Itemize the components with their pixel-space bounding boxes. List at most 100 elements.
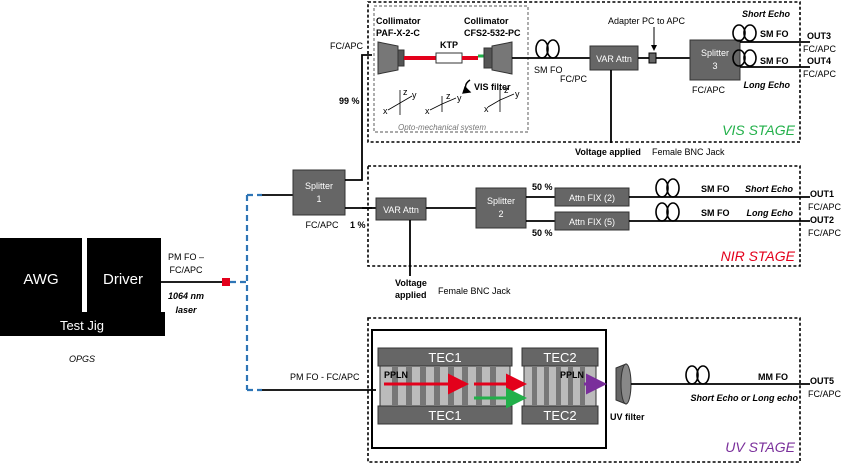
collimator2-label: Collimator <box>464 16 509 26</box>
splitter3-fc-label: FC/APC <box>692 85 726 95</box>
axis-triad-1 <box>387 90 413 115</box>
vis-short-echo-label: Short Echo <box>742 9 791 19</box>
nir-voltage-label-1: Voltage <box>395 278 427 288</box>
laser-wavelength-label: 1064 nm <box>168 291 204 301</box>
splitter1-fc-label: FC/APC <box>305 220 339 230</box>
attn-fix-2-label: Attn FIX (2) <box>569 193 615 203</box>
vis-voltage-label: Voltage applied <box>575 147 641 157</box>
tec2-bottom-label: TEC2 <box>543 408 576 423</box>
vis-long-coil <box>732 49 757 67</box>
axis3-z: z <box>504 85 509 95</box>
uv-stage-label: UV STAGE <box>725 439 795 455</box>
ppln1-label: PPLN <box>384 370 408 380</box>
vis-var-attn-label: VAR Attn <box>596 54 632 64</box>
split-1-label: 1 % <box>350 220 366 230</box>
ppln2-label: PPLN <box>560 370 584 380</box>
vis-sm-fo-short-label: SM FO <box>760 29 789 39</box>
pm-fo-connector-label: FC/APC <box>169 265 203 275</box>
out4-label: OUT4 <box>807 56 831 66</box>
uv-filter-lens <box>620 363 632 405</box>
axis1-z: z <box>403 87 408 97</box>
vis-filter-shape <box>483 47 493 69</box>
splitter1-label: Splitter <box>305 181 333 191</box>
vis-stage-box <box>367 1 801 143</box>
opgs-caption: OPGS <box>69 354 95 364</box>
fiber-connector <box>222 278 230 286</box>
uv-pm-fo-label: PM FO - FC/APC <box>290 372 360 382</box>
vis-sm-fo-label: SM FO <box>534 65 563 75</box>
adapter-label: Adapter PC to APC <box>608 16 686 26</box>
out4-fc-label: FC/APC <box>803 69 837 79</box>
adapter-pc-apc <box>648 52 657 64</box>
nir-bnc-label: Female BNC Jack <box>438 286 511 296</box>
axis1-x: x <box>383 106 388 116</box>
axis3-y: y <box>515 89 520 99</box>
awg-label: AWG <box>23 271 58 288</box>
splitter1-box <box>292 169 346 216</box>
out2-label: OUT2 <box>810 215 834 225</box>
blue-dashed-link <box>230 193 262 392</box>
axis3-x: x <box>484 104 489 114</box>
test-jig-box <box>0 312 165 336</box>
ktp-crystal <box>435 52 463 64</box>
opgs-block: AWG Driver Test Jig OPGS <box>0 238 165 364</box>
axis2-y: y <box>457 93 462 103</box>
collimator2-model: CFS2-532-PC <box>464 28 521 38</box>
out5-fc-label: FC/APC <box>808 389 842 399</box>
vis-fc-pc-label: FC/PC <box>560 74 588 84</box>
collimator1-model: PAF-X-2-C <box>376 28 420 38</box>
uv-mm-fo-label: MM FO <box>758 372 788 382</box>
splitter3-box <box>689 39 741 81</box>
pm-fo-label: PM FO – <box>168 252 204 262</box>
axis2-x: x <box>425 106 430 116</box>
splitter1-number: 1 <box>316 194 321 204</box>
vis-long-echo-label: Long Echo <box>744 80 791 90</box>
attn-fix-5-label: Attn FIX (5) <box>569 217 615 227</box>
uv-echo-label: Short Echo or Long echo <box>691 393 799 403</box>
out5-label: OUT5 <box>810 376 834 386</box>
nir-stage-box <box>367 165 801 267</box>
nir-var-attn-label: VAR Attn <box>383 205 419 215</box>
axis1-y: y <box>412 90 417 100</box>
collimator1-label: Collimator <box>376 16 421 26</box>
splitter2-box <box>475 187 527 229</box>
vis-var-attn-box <box>589 45 639 71</box>
nir-voltage-label-2: applied <box>395 290 427 300</box>
nir-split-50b-label: 50 % <box>532 228 553 238</box>
nir-long-echo-label: Long Echo <box>747 208 794 218</box>
nir-short-echo-label: Short Echo <box>745 184 794 194</box>
laser-label: laser <box>175 305 197 315</box>
vis-filter-label: VIS filter <box>474 82 511 92</box>
ppln-crystal-2 <box>523 365 597 407</box>
vis-stage-label: VIS STAGE <box>722 122 796 138</box>
test-jig-label: Test Jig <box>60 318 104 333</box>
uv-filter-label: UV filter <box>610 412 645 422</box>
vis-sm-fo-long-label: SM FO <box>760 56 789 66</box>
driver-box <box>87 238 161 312</box>
axis2-z: z <box>446 91 451 101</box>
vis-short-coil <box>732 24 757 42</box>
nir-sm-fo-2-label: SM FO <box>701 208 730 218</box>
nir-split-50a-label: 50 % <box>532 182 553 192</box>
collimator1-shape <box>377 41 399 75</box>
vis-sm-fo-coil <box>535 39 560 59</box>
splitter3-label: Splitter <box>701 48 729 58</box>
split-99-label: 99 % <box>339 96 360 106</box>
ktp-label: KTP <box>440 40 458 50</box>
out1-label: OUT1 <box>810 189 834 199</box>
axis-triad-2 <box>429 96 457 112</box>
vis-filter-arrow <box>462 79 472 94</box>
tec1-bottom-label: TEC1 <box>428 408 461 423</box>
out3-fc-label: FC/APC <box>803 44 837 54</box>
awg-box <box>0 238 82 312</box>
nir-sm-fo-1-label: SM FO <box>701 184 730 194</box>
vis-bnc-label: Female BNC Jack <box>652 147 725 157</box>
uv-stage-box <box>367 317 801 463</box>
splitter1-to-vis-fiber <box>345 54 372 181</box>
splitter3-number: 3 <box>712 61 717 71</box>
nir-coil-1 <box>655 178 680 198</box>
opto-mechanical-label: Opto-mechanical system <box>398 123 486 132</box>
tec1-top-label: TEC1 <box>428 350 461 365</box>
out1-fc-label: FC/APC <box>808 202 842 212</box>
